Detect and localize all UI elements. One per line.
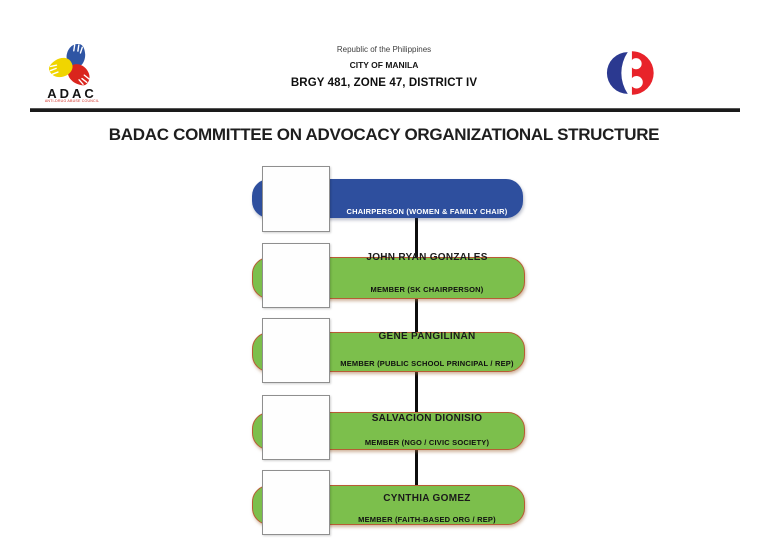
- node-name: GENE PANGILINAN: [330, 326, 524, 344]
- adac-logo: ADAC ANTI-DRUG ABUSE COUNCIL: [36, 42, 108, 103]
- photo-placeholder: [262, 243, 330, 308]
- member-name: SALVACION DIONISIO: [371, 413, 483, 424]
- node-role: CHAIRPERSON (WOMEN & FAMILY CHAIR): [330, 201, 524, 219]
- photo-placeholder: [262, 166, 330, 232]
- node-name: JOHN RYAN GONZALES: [330, 247, 524, 265]
- city-line: CITY OF MANILA: [349, 60, 419, 70]
- adac-logo-label: ADAC: [47, 86, 97, 101]
- node-name: CYNTHIA GOMEZ: [330, 488, 524, 506]
- photo-placeholder: [262, 395, 330, 460]
- header-divider: [30, 108, 740, 112]
- member-role-label: MEMBER (FAITH-BASED ORG / REP): [358, 515, 496, 524]
- adac-logo-sublabel: ANTI-DRUG ABUSE COUNCIL: [44, 98, 100, 103]
- chairperson-role-label: CHAIRPERSON (WOMEN & FAMILY CHAIR): [346, 207, 508, 216]
- letterhead: Republic of the Philippines CITY OF MANI…: [0, 45, 768, 89]
- page-title: BADAC COMMITTEE ON ADVOCACY ORGANIZATION…: [108, 125, 660, 144]
- node-role: MEMBER (FAITH-BASED ORG / REP): [330, 509, 524, 527]
- member-role-label: MEMBER (PUBLIC SCHOOL PRINCIPAL / REP): [340, 359, 514, 368]
- node-role: MEMBER (PUBLIC SCHOOL PRINCIPAL / REP): [330, 353, 524, 371]
- member-name: GENE PANGILINAN: [378, 331, 476, 342]
- member-role-label: MEMBER (SK CHAIRPERSON): [370, 285, 484, 294]
- photo-placeholder: [262, 470, 330, 535]
- node-name: SALVACION DIONISIO: [330, 408, 524, 426]
- node-role: MEMBER (NGO / CIVIC SOCIETY): [330, 432, 524, 450]
- photo-placeholder: [262, 318, 330, 383]
- member-role-label: MEMBER (NGO / CIVIC SOCIETY): [364, 438, 490, 447]
- member-name: CYNTHIA GOMEZ: [383, 493, 471, 504]
- republic-line: Republic of the Philippines: [336, 45, 432, 54]
- barangay-b-logo-icon: [606, 48, 656, 103]
- barangay-line: BRGY 481, ZONE 47, DISTRICT IV: [290, 77, 478, 89]
- node-role: MEMBER (SK CHAIRPERSON): [330, 279, 524, 297]
- member-name: JOHN RYAN GONZALES: [366, 252, 488, 263]
